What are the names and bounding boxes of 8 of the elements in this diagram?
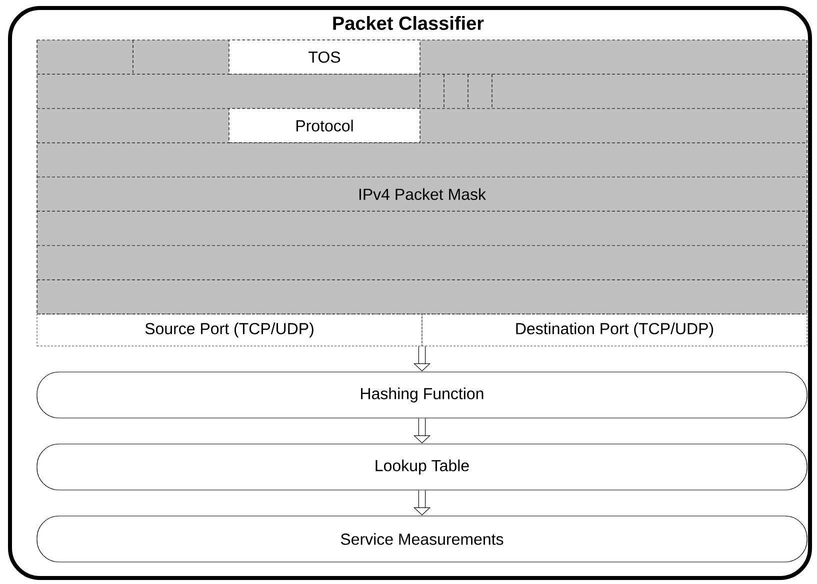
field-cell: Source Port (TCP/UDP) [36,314,422,346]
field-cell: TOS [228,40,420,74]
process-box: Hashing Function [36,372,808,418]
field-cell: Protocol [228,108,420,143]
field-row: IPv4 Packet Mask [359,188,486,200]
field-cell: Destination Port (TCP/UDP) [422,314,808,346]
process-box: Lookup Table [36,444,808,490]
process-box: Service Measurements [36,516,808,562]
